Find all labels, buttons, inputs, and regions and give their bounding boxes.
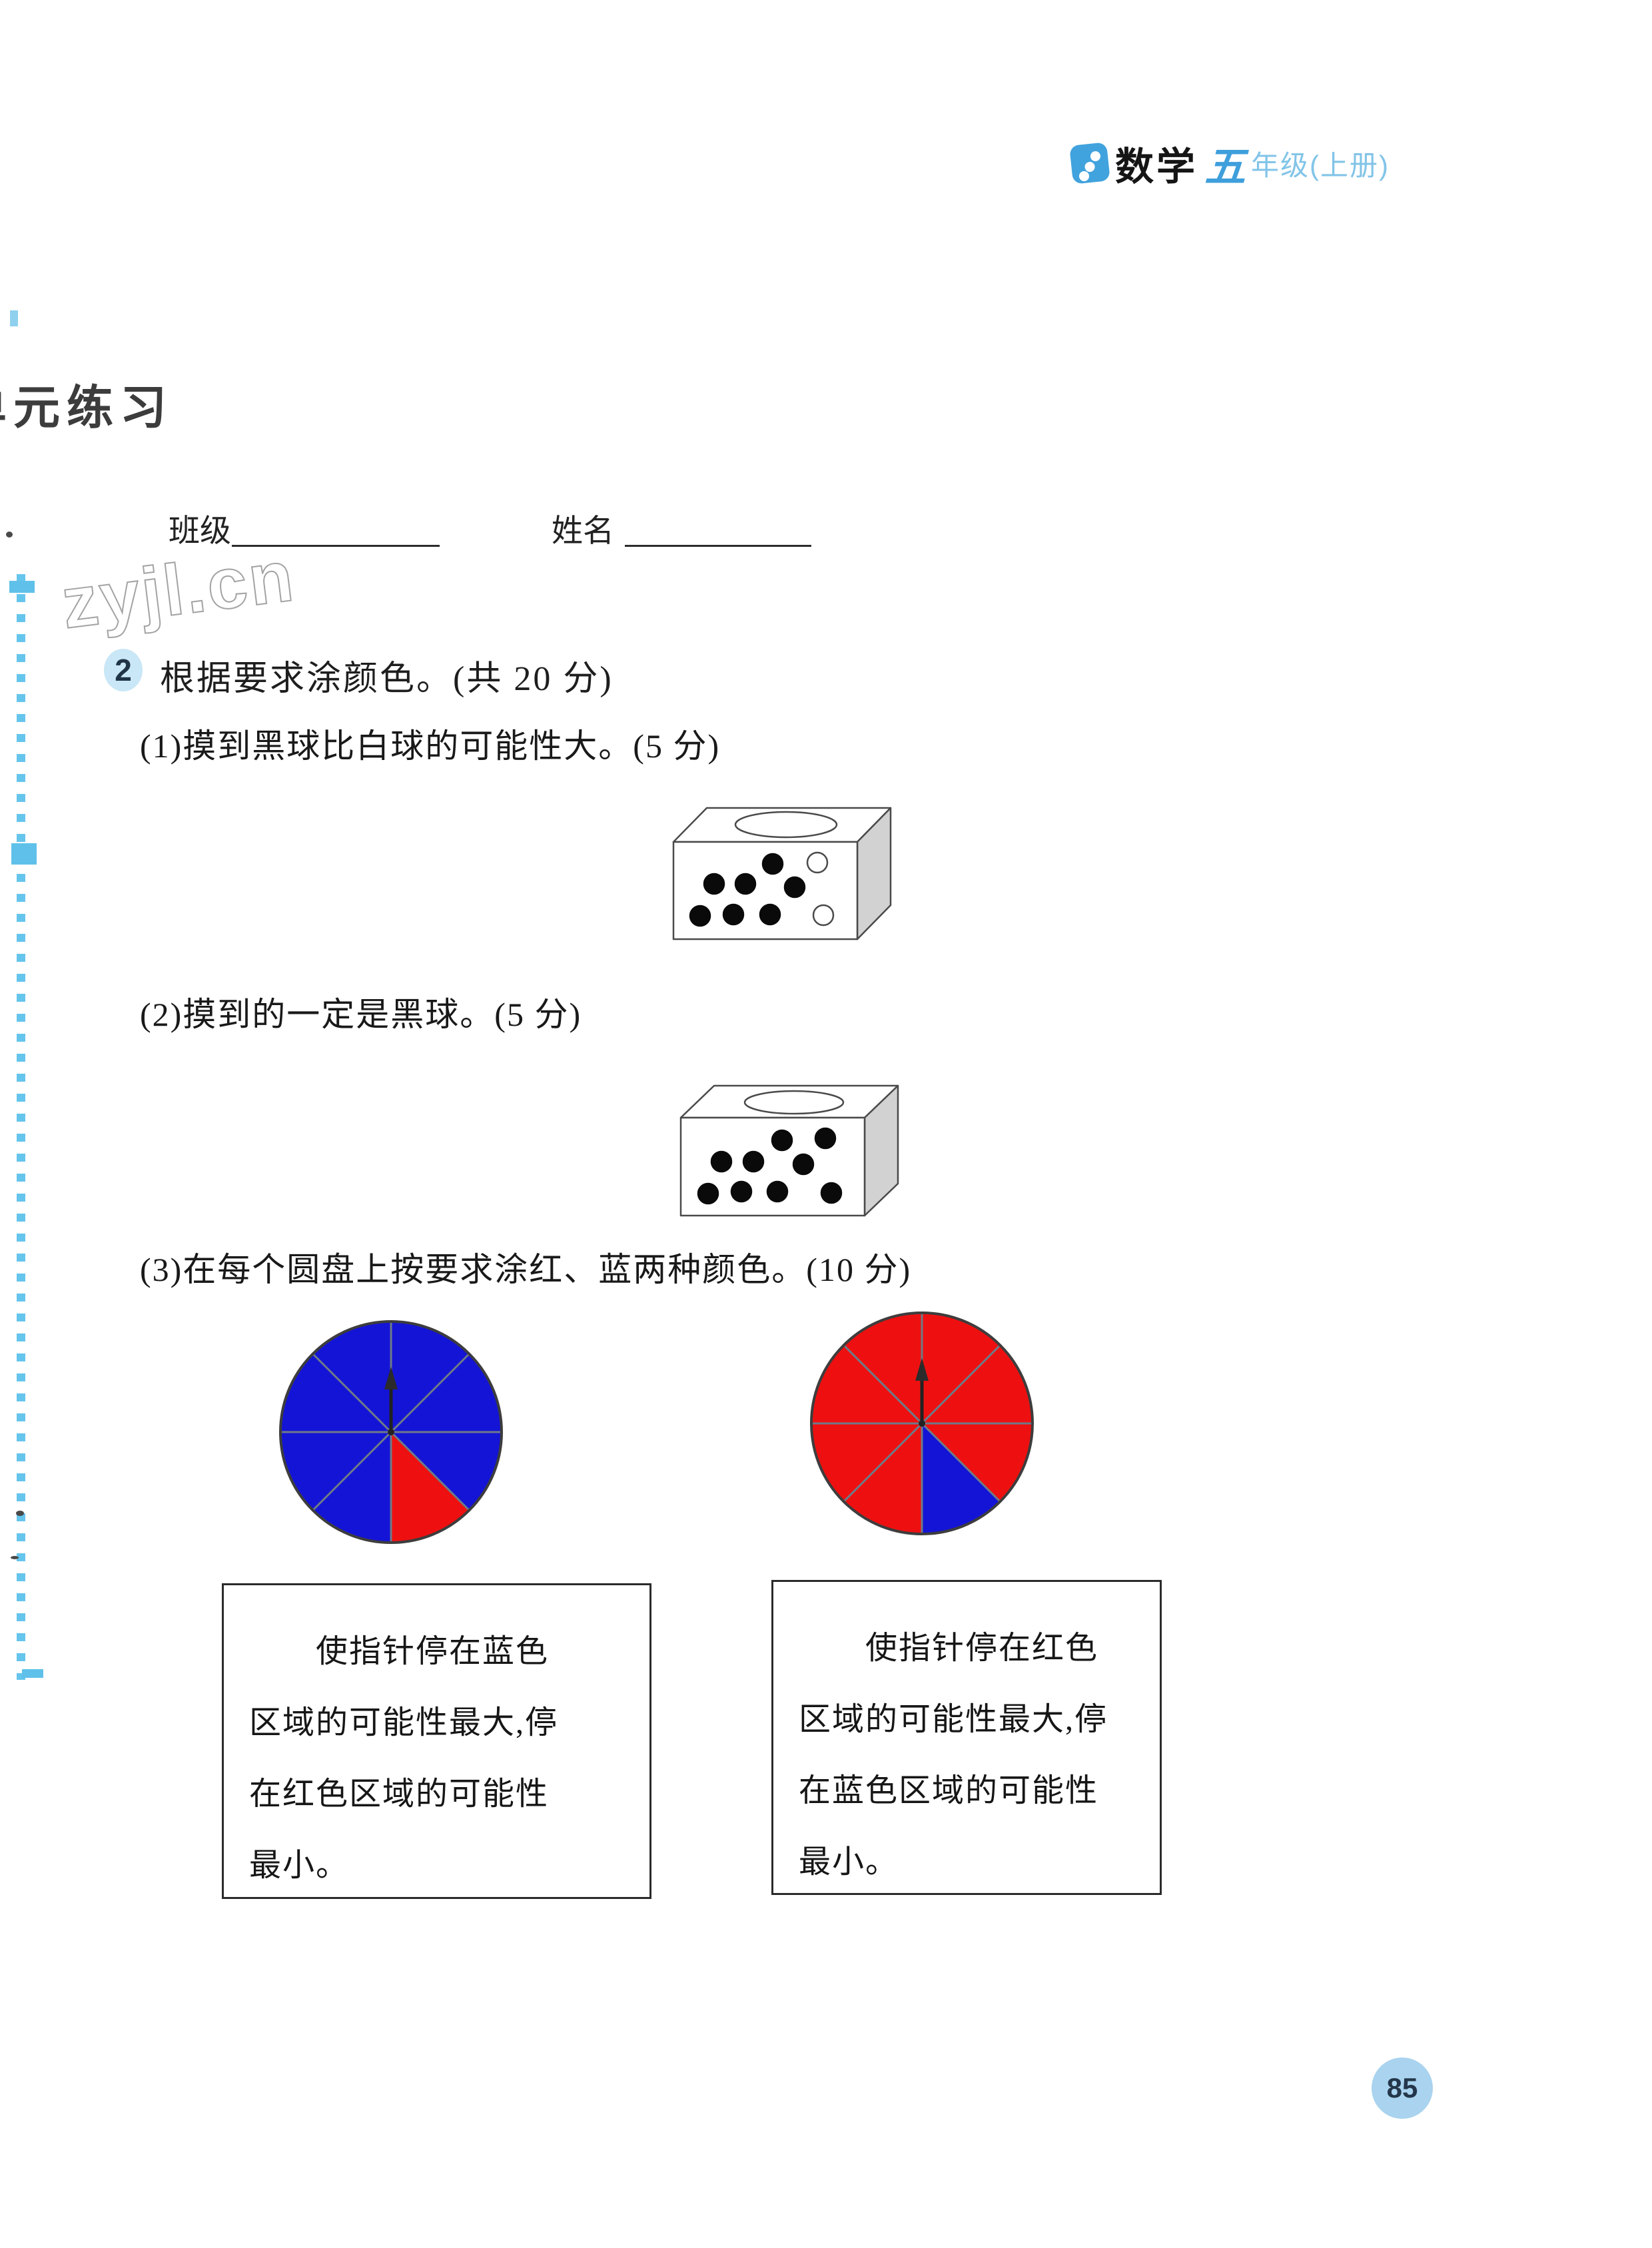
question-part-2: (2)摸到的一定是黑球。(5 分) — [140, 988, 582, 1036]
ball-box-figure-2 — [679, 1084, 899, 1217]
brand-logo: 数学 五 年级(上册) — [1069, 137, 1390, 190]
ball-box-figure-1 — [672, 807, 892, 940]
part-1-label: (1) — [140, 727, 183, 765]
part-2-label: (2) — [140, 996, 183, 1033]
part-3-label: (3) — [140, 1251, 183, 1288]
part-2-text: 摸到的一定是黑球。(5 分) — [183, 996, 582, 1033]
binding-mark — [9, 581, 35, 593]
print-speck — [16, 1511, 24, 1516]
binding-mark — [11, 843, 37, 865]
binding-mark — [22, 1669, 43, 1678]
spinner-wheel-red — [810, 1311, 1034, 1535]
note-left-line: 区域的可能性最大,停 — [249, 1705, 559, 1740]
note-left-line: 最小。 — [249, 1848, 350, 1883]
print-speck — [6, 532, 13, 538]
page-number-badge: 85 — [1372, 2058, 1433, 2119]
note-right-line: 最小。 — [799, 1844, 899, 1880]
part-1-text: 摸到黑球比白球的可能性大。(5 分) — [183, 727, 721, 765]
class-label: 班级 — [169, 514, 231, 549]
spinner-wheel-blue — [279, 1320, 503, 1544]
brand-subject: 数学 — [1115, 145, 1198, 188]
question-part-1: (1)摸到黑球比白球的可能性大。(5 分) — [140, 719, 720, 767]
question-part-3: (3)在每个圆盘上按要求涂红、蓝两种颜色。(10 分) — [140, 1243, 911, 1291]
watermark: zyjl.cn — [57, 534, 300, 644]
class-blank-line — [232, 545, 440, 547]
binding-tick — [10, 310, 18, 326]
name-blank-line — [625, 545, 811, 547]
page-title: 单元练习 — [0, 382, 173, 434]
brand-volume: 年级(上册) — [1251, 149, 1390, 181]
print-speck — [11, 1556, 19, 1559]
question-stem: 根据要求涂颜色。(共 20 分) — [160, 660, 614, 698]
note-right-line: 区域的可能性最大,停 — [799, 1702, 1108, 1737]
note-box-right: 使指针停在红色 区域的可能性最大,停 在蓝色区域的可能性 最小。 — [771, 1580, 1162, 1895]
dice-icon — [1069, 142, 1110, 185]
note-left-line: 在红色区域的可能性 — [249, 1776, 550, 1812]
brand-grade: 五 — [1204, 145, 1246, 190]
note-right-line: 在蓝色区域的可能性 — [799, 1773, 1099, 1808]
note-box-left: 使指针停在蓝色 区域的可能性最大,停 在红色区域的可能性 最小。 — [222, 1583, 651, 1899]
question-number-badge: 2 — [104, 649, 143, 691]
part-3-text: 在每个圆盘上按要求涂红、蓝两种颜色。(10 分) — [183, 1251, 912, 1288]
note-right-line: 使指针停在红色 — [865, 1631, 1099, 1666]
name-label: 姓名 — [552, 514, 614, 549]
note-left-line: 使指针停在蓝色 — [316, 1634, 550, 1669]
